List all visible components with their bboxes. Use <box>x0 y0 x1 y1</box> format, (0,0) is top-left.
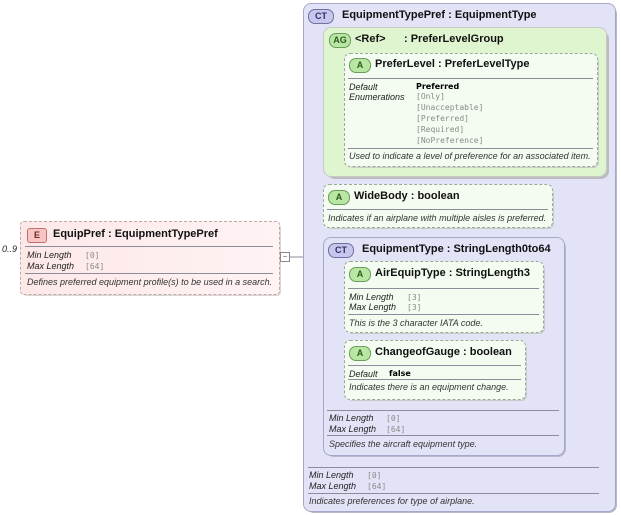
attribute-facet-name: Max Length <box>349 302 397 312</box>
complex-type-facet-name: Min Length <box>329 413 374 423</box>
element-title: EquipPref : EquipmentTypePref <box>53 228 218 240</box>
attribute-badge: A <box>328 190 350 205</box>
collapse-toggle-icon[interactable]: − <box>280 252 290 262</box>
attribute-default-value: Preferred <box>416 82 460 91</box>
attribute-badge: A <box>349 346 371 361</box>
complex-type-description: Specifies the aircraft equipment type. <box>329 439 478 449</box>
element-badge: E <box>27 228 47 243</box>
element-facet-name: Min Length <box>27 250 72 260</box>
attribute-facet-value: [3] <box>407 293 422 302</box>
complex-type-description: Indicates preferences for type of airpla… <box>309 496 475 506</box>
complex-type-facet-name: Min Length <box>309 470 354 480</box>
attribute-facet-value: [3] <box>407 303 422 312</box>
attribute-group-ref: <Ref> <box>355 33 386 45</box>
attribute-group-badge: AG <box>329 33 351 48</box>
attribute-description: Used to indicate a level of preference f… <box>349 151 591 161</box>
attribute-description: Indicates if an airplane with multiple a… <box>328 213 547 223</box>
attribute-title: WideBody : boolean <box>354 190 460 202</box>
attribute-facet-name: Min Length <box>349 292 394 302</box>
enumeration-value: [Required] <box>416 125 465 134</box>
attribute-badge: A <box>349 267 371 282</box>
enumeration-value: [NoPreference] <box>416 136 484 145</box>
element-occurrence: 0..9 <box>2 244 18 254</box>
complex-type-facet-value: [0] <box>367 471 382 480</box>
enumeration-value: [Only] <box>416 92 445 101</box>
enumeration-value: [Unacceptable] <box>416 103 484 112</box>
attribute-default-value: false <box>389 369 411 378</box>
complex-type-facet-value: [0] <box>386 414 401 423</box>
element-facet-value: [0] <box>85 251 100 260</box>
equip-pref-element[interactable]: E EquipPref : EquipmentTypePref Min Leng… <box>20 221 280 295</box>
complex-type-facet-name: Max Length <box>329 424 377 434</box>
attribute-description: This is the 3 character IATA code. <box>349 318 483 328</box>
element-facet-value: [64] <box>85 262 105 271</box>
complex-type-facet-value: [64] <box>386 425 406 434</box>
attribute-enumerations-label: Enumerations <box>349 92 405 102</box>
attribute-default-label: Default <box>349 369 378 379</box>
element-facet-name: Max Length <box>27 261 75 271</box>
attribute-title: PreferLevel : PreferLevelType <box>375 58 530 70</box>
enumeration-value: [Preferred] <box>416 114 469 123</box>
complex-type-badge: CT <box>328 243 354 258</box>
attribute-badge: A <box>349 58 371 73</box>
complex-type-title: EquipmentType : StringLength0to64 <box>362 243 551 255</box>
complex-type-badge: CT <box>308 9 334 24</box>
change-of-gauge-attribute[interactable]: A ChangeofGauge : boolean Default false … <box>344 340 526 400</box>
attribute-default-label: Default <box>349 82 378 92</box>
air-equip-type-attribute[interactable]: A AirEquipType : StringLength3 Min Lengt… <box>344 261 544 333</box>
attribute-group-title: : PreferLevelGroup <box>404 33 504 45</box>
wide-body-attribute[interactable]: A WideBody : boolean Indicates if an air… <box>323 184 553 228</box>
complex-type-facet-name: Max Length <box>309 481 357 491</box>
attribute-title: AirEquipType : StringLength3 <box>375 267 531 279</box>
attribute-title: ChangeofGauge : boolean <box>375 346 512 358</box>
prefer-level-attribute[interactable]: A PreferLevel : PreferLevelType Default … <box>344 53 598 167</box>
complex-type-title: EquipmentTypePref : EquipmentType <box>342 9 537 21</box>
complex-type-facet-value: [64] <box>367 482 387 491</box>
element-description: Defines preferred equipment profile(s) t… <box>27 277 273 287</box>
attribute-description: Indicates there is an equipment change. <box>349 382 509 392</box>
